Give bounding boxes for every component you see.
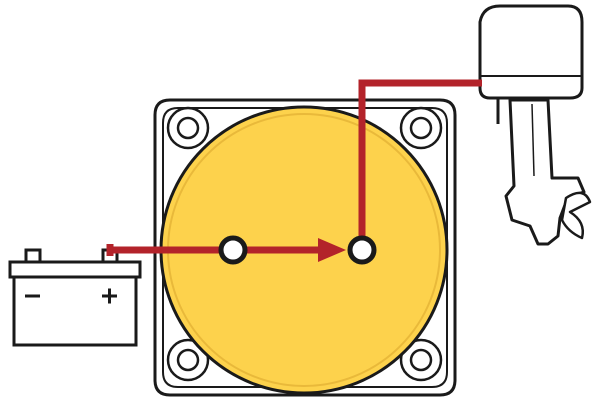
battery-lid [8,260,142,279]
mounting-hole-top-right [399,106,443,150]
wiring [106,79,482,262]
motor-shaft-detail [531,103,535,177]
battery-switch [153,98,457,397]
outboard-motor [478,4,592,246]
mounting-hole-bottom-left [166,338,210,382]
mounting-hole-top-left [166,106,210,150]
battery-case [12,275,138,347]
switch-base-inner-outline [162,107,448,388]
wire-switch-to-motor [358,79,482,250]
motor-cowling [478,4,584,100]
flow-arrow-icon [318,238,346,262]
battery-negative-post [24,248,42,262]
motor-propeller [560,191,592,240]
switch-input-terminal [218,235,248,265]
switch-output-terminal [347,235,377,265]
battery-plus-mark [102,288,117,304]
battery [8,248,142,347]
wire-battery-riser [106,246,233,256]
mounting-hole-bottom-right [399,338,443,382]
motor-lower-unit [504,98,586,246]
